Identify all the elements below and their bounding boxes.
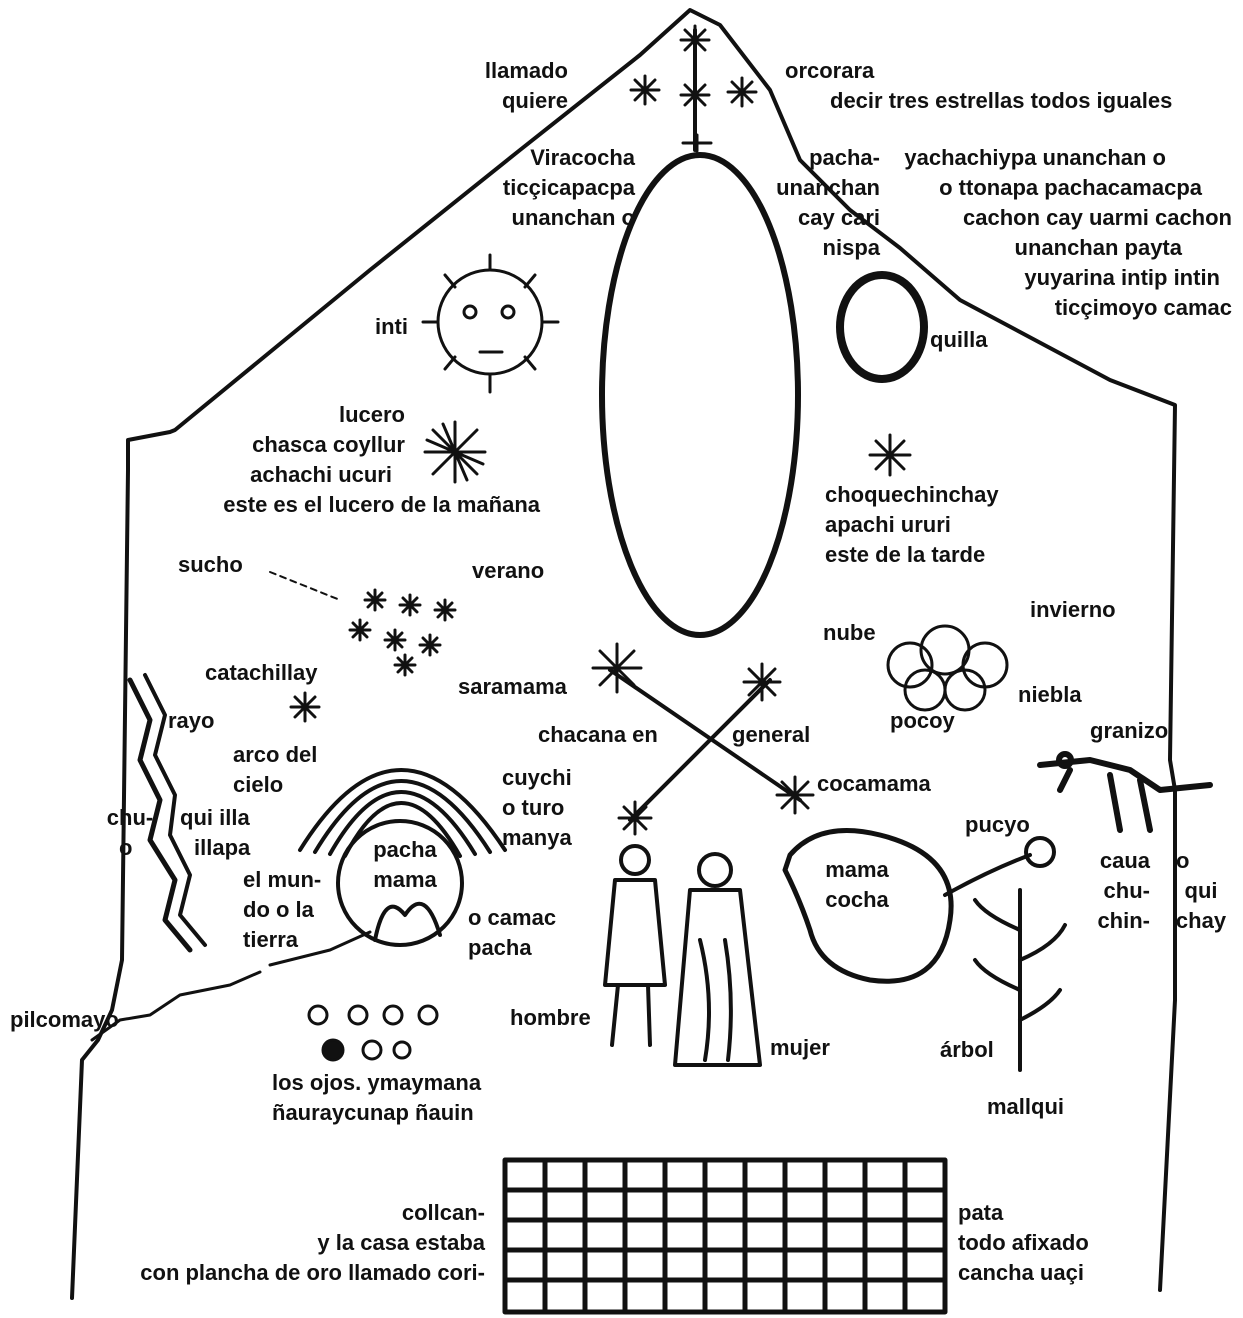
lake-icon (782, 828, 954, 984)
label-orcorara: orcorara decir tres estrellas todos igua… (785, 58, 1173, 113)
label-viracocha: Viracocha ticçicapacpa unanchan o (502, 145, 635, 230)
woman-figure-icon (673, 852, 762, 1067)
star-icon (398, 593, 422, 617)
label-pata: pata todo afixado cancha uaçi (958, 1200, 1089, 1285)
star-icon (433, 598, 457, 622)
label-mallqui: mallqui (987, 1094, 1065, 1119)
label-caua: caua chu- chin- (1097, 848, 1150, 933)
eyes-icon (307, 1004, 439, 1062)
chacana-cross (608, 668, 802, 822)
label-mama-cocha: mama cocha (825, 857, 889, 912)
label-o-camac-pacha: o camac pacha (468, 905, 557, 960)
label-mujer: mujer (770, 1035, 830, 1060)
star-icon (591, 642, 643, 694)
label-verano: verano (472, 558, 545, 583)
label-nube: nube (823, 620, 876, 645)
spring-icon (1024, 836, 1056, 868)
label-collcan: collcan- y la casa estaba con plancha de… (140, 1200, 485, 1285)
house-outline (70, 8, 1177, 1300)
label-granizo: granizo (1090, 718, 1169, 743)
label-yachachiypa: yachachiypa unanchan o o ttonapa pachaca… (904, 145, 1232, 320)
star-icon (423, 420, 487, 484)
star-icon (363, 588, 387, 612)
stars-group (289, 24, 912, 836)
cloud-icon (886, 624, 1009, 712)
star-icon (383, 628, 407, 652)
man-figure-icon (603, 844, 667, 1047)
label-llamado-quiere: llamado quiere (484, 58, 568, 113)
star-icon (775, 775, 815, 815)
label-el-mundo: el mun- do o la tierra (243, 867, 322, 952)
label-o-qui-chay: o qui chay (1175, 848, 1227, 933)
star-icon (681, 133, 713, 153)
label-invierno: invierno (1030, 597, 1116, 622)
tree-icon (973, 888, 1067, 1072)
label-arbol: árbol (940, 1037, 994, 1062)
label-general: general (732, 722, 811, 747)
star-icon (679, 79, 711, 111)
feline-icon (1037, 751, 1213, 833)
lightning-icon-2 (143, 673, 207, 947)
grid-plate-icon (502, 1157, 948, 1315)
label-cocamama: cocamama (817, 771, 931, 796)
label-pacha-mama: pacha mama (373, 837, 437, 892)
label-arco-del-cielo: arco del cielo (233, 742, 318, 797)
star-icon (742, 662, 782, 702)
label-chu-o: chu- o (106, 805, 154, 860)
label-cuychi: cuychi o turo manya (502, 765, 572, 850)
label-choquechinchay: choquechinchay apachi ururi este de la t… (825, 482, 999, 567)
star-icon (629, 74, 661, 106)
star-icon (617, 800, 653, 836)
star-icon (679, 24, 711, 56)
central-oval (599, 152, 801, 638)
label-pilcomayo: pilcomayo (10, 1007, 119, 1032)
star-icon (726, 76, 758, 108)
label-pacha-unanchan: pacha- unanchan cay cari nispa (776, 145, 880, 260)
sun-face-icon (421, 253, 560, 394)
label-qui-illa: qui illa illapa (180, 805, 251, 860)
label-lucero: lucero chasca coyllur achachi ucuri este… (223, 402, 540, 517)
label-hombre: hombre (510, 1005, 591, 1030)
star-icon (289, 691, 321, 723)
label-pocoy: pocoy (890, 708, 955, 733)
label-catachillay: catachillay (205, 660, 318, 685)
ground-line (90, 970, 262, 1042)
label-niebla: niebla (1018, 682, 1082, 707)
earth-mounds (373, 901, 442, 942)
label-saramama: saramama (458, 674, 567, 699)
label-sucho: sucho (178, 552, 243, 577)
label-quilla: quilla (930, 327, 988, 352)
label-inti: inti (375, 314, 408, 339)
star-icon (393, 653, 417, 677)
sucho-dashes (269, 571, 341, 601)
star-icon (868, 433, 912, 477)
moon-icon (836, 271, 928, 383)
label-chacana-en: chacana en (538, 722, 658, 747)
river-line (268, 930, 372, 967)
label-rayo: rayo (168, 708, 215, 733)
dashed-roof-line (518, 53, 642, 152)
lake-stream (943, 853, 1032, 897)
rainbow-icon (298, 768, 507, 858)
star-icon (418, 633, 442, 657)
label-los-ojos: los ojos. ymaymana ñauraycunap ñauin (272, 1070, 482, 1125)
label-pucyo: pucyo (965, 812, 1030, 837)
earth-icon (336, 819, 464, 947)
lightning-icon (127, 677, 193, 953)
star-icon (348, 618, 372, 642)
